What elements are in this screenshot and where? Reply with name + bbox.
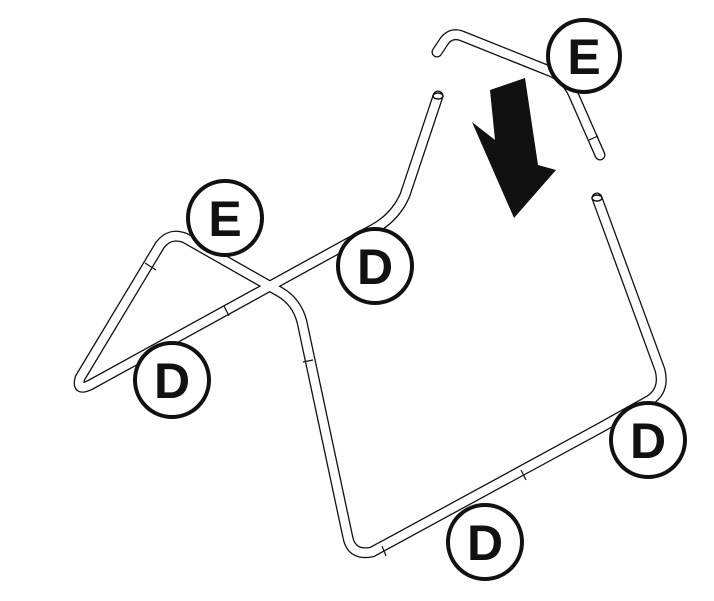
label-d-center: D (336, 227, 414, 305)
frame-tube-d (73, 90, 667, 559)
label-d-right-text: D (630, 413, 666, 469)
label-d-bottom: D (446, 503, 524, 581)
label-e-left-text: E (208, 191, 241, 247)
label-d-left: D (133, 341, 211, 419)
label-d-bottom-text: D (467, 515, 503, 571)
label-e-upper: E (546, 18, 622, 94)
label-d-right: D (609, 401, 687, 479)
label-e-left: E (186, 179, 264, 257)
down-arrow-icon (472, 78, 556, 218)
label-e-upper-text: E (567, 29, 600, 85)
label-d-left-text: D (154, 353, 190, 409)
label-d-center-text: D (357, 239, 393, 295)
